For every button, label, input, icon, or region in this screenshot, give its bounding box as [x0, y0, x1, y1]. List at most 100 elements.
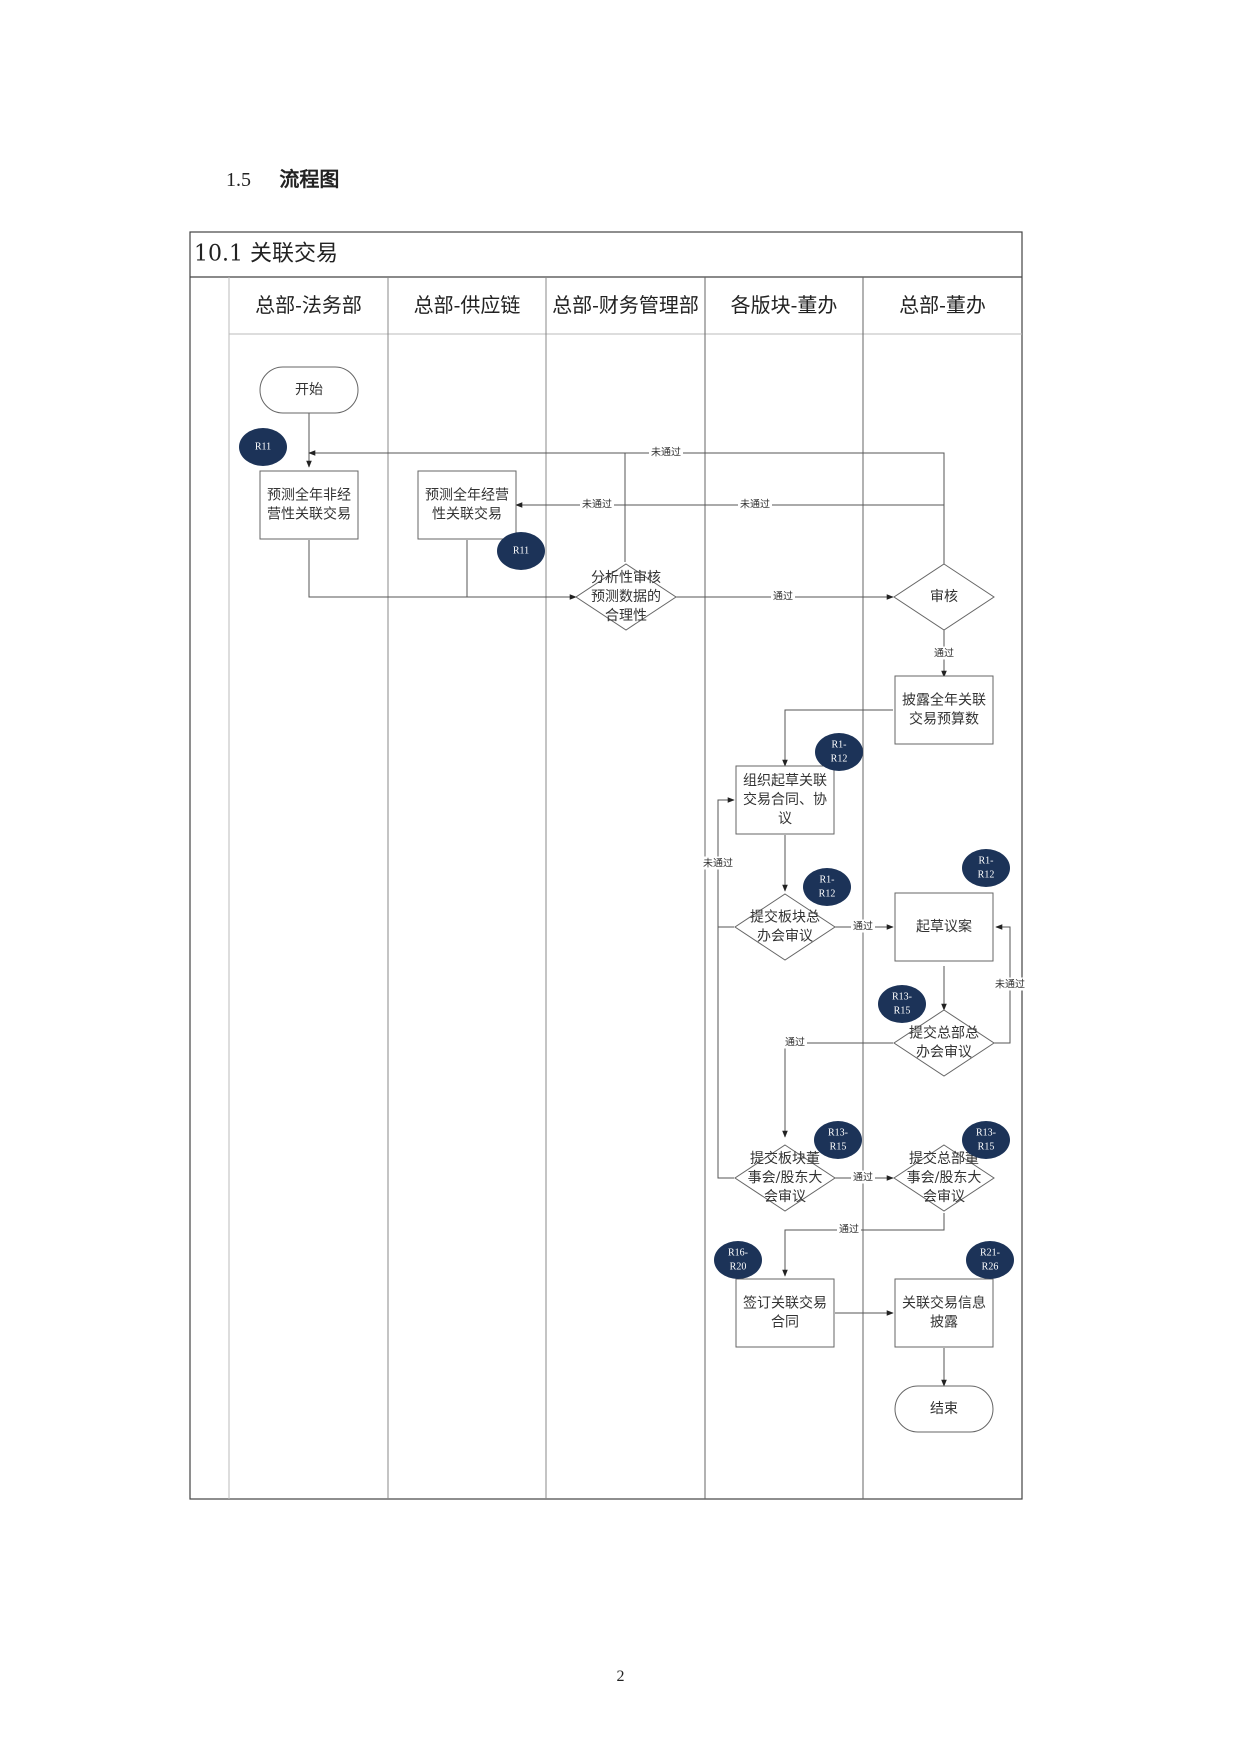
draft-contract-box-label: 组织起草关联 — [743, 773, 827, 789]
risk-badge-label: R13- — [976, 1128, 996, 1139]
lane-header: 总部-法务部 — [255, 293, 362, 317]
segment-office-review-decision-label: 办会审议 — [757, 929, 813, 945]
lane-header: 总部-财务管理部 — [552, 293, 699, 317]
forecast-non-operating-box-label: 预测全年非经 — [267, 487, 351, 504]
risk-badge — [966, 1241, 1014, 1279]
risk-badge — [497, 532, 545, 570]
edge-label-fail: 未通过 — [582, 498, 612, 511]
analytical-review-decision-label: 预测数据的 — [591, 589, 661, 605]
segment-board-review-decision-label: 会审议 — [764, 1189, 806, 1205]
analytical-review-decision — [575, 563, 677, 631]
end-terminal — [894, 1385, 994, 1433]
risk-badge-label: R1- — [832, 740, 847, 751]
review-decision — [893, 563, 995, 631]
edge-label-pass: 通过 — [773, 590, 793, 603]
edge-label-fail: 未通过 — [740, 498, 770, 511]
risk-badge-label: R11 — [513, 546, 529, 557]
segment-office-review-decision-label: 提交板块总 — [750, 909, 820, 926]
edge-label-bg — [701, 856, 735, 870]
flow-connector — [308, 450, 945, 564]
risk-badge-label: R11 — [255, 442, 271, 453]
draft-contract-box-label: 交易合同、协 — [743, 791, 827, 808]
edge-label-bg — [649, 445, 683, 459]
edge-label-fail: 未通过 — [995, 978, 1025, 991]
flow-nodes: 开始预测全年非经营性关联交易预测全年经营性关联交易分析性审核预测数据的合理性审核… — [259, 366, 995, 1433]
disclose-budget-box-label: 交易预算数 — [909, 711, 979, 728]
hq-office-review-decision-label: 提交总部总 — [909, 1025, 979, 1042]
lane-header: 各版块-董办 — [731, 293, 838, 317]
section-title: 流程图 — [279, 167, 340, 191]
disclosure-box-label: 关联交易信息 — [902, 1295, 986, 1312]
hq-office-review-decision-label: 办会审议 — [916, 1045, 972, 1061]
edge-label-bg — [783, 1035, 807, 1049]
start-terminal — [259, 366, 359, 414]
forecast-operating-box-label: 预测全年经营 — [425, 487, 509, 504]
lane-header: 总部-供应链 — [414, 293, 521, 317]
diagram-title: 10.1 关联交易 — [194, 242, 338, 267]
lane-header: 总部-董办 — [899, 293, 986, 317]
pool-border — [189, 231, 1023, 1500]
risk-badge-label: R1- — [820, 875, 835, 886]
risk-badge — [962, 1121, 1010, 1159]
draft-proposal-box-label: 起草议案 — [916, 918, 972, 935]
segment-board-review-decision — [734, 1144, 836, 1212]
risk-badge-label: R15 — [894, 1006, 911, 1017]
edge-label-bg — [738, 497, 772, 511]
edge-label-bg — [837, 1222, 861, 1236]
risk-badge-label: R16- — [728, 1248, 748, 1259]
risk-badge — [239, 428, 287, 466]
hq-board-review-decision-label: 会审议 — [923, 1189, 965, 1205]
edge-label-bg — [993, 977, 1027, 991]
disclosure-box-label: 披露 — [930, 1315, 958, 1331]
hq-board-review-decision — [893, 1144, 995, 1212]
hq-office-review-decision — [893, 1009, 995, 1077]
edge-label-pass: 通过 — [785, 1036, 805, 1049]
flow-connector — [782, 1213, 945, 1277]
forecast-non-operating-box — [259, 470, 359, 540]
risk-badge-label: R13- — [828, 1128, 848, 1139]
edge-label-fail: 未通过 — [651, 446, 681, 459]
end-terminal-label: 结束 — [930, 1401, 958, 1417]
sign-contract-box-label: 签订关联交易 — [743, 1295, 827, 1312]
edge-label-bg — [851, 1170, 875, 1184]
risk-badge — [962, 849, 1010, 887]
segment-office-review-decision — [734, 893, 836, 961]
segment-board-review-decision-label: 提交板块董 — [750, 1150, 820, 1167]
edge-label-fail: 未通过 — [703, 857, 733, 870]
sign-contract-box-label: 合同 — [771, 1315, 799, 1331]
draft-contract-box-label: 议 — [778, 811, 792, 827]
hq-board-review-decision-label: 事会/股东大 — [907, 1170, 982, 1186]
flow-connector — [308, 540, 577, 600]
flow-connector — [782, 709, 893, 767]
risk-badge-label: R26 — [982, 1262, 999, 1273]
edge-label-pass: 通过 — [853, 1171, 873, 1184]
section-number: 1.5 — [226, 169, 251, 191]
section-heading: 1.5 流程图 — [226, 163, 339, 192]
hq-board-review-decision-label: 提交总部董 — [909, 1150, 979, 1167]
forecast-non-operating-box-label: 营性关联交易 — [267, 506, 351, 523]
draft-contract-box — [735, 765, 835, 835]
risk-badges: R11R11R1-R12R1-R12R1-R12R13-R15R13-R15R1… — [239, 428, 1014, 1279]
risk-badge — [814, 1121, 862, 1159]
risk-badge-label: R20 — [730, 1262, 747, 1273]
edge-label-pass: 通过 — [839, 1223, 859, 1236]
flow-connector — [515, 502, 945, 564]
risk-badge-label: R12 — [831, 754, 848, 765]
segment-board-review-decision-label: 事会/股东大 — [748, 1170, 823, 1186]
risk-badge-label: R12 — [819, 889, 836, 900]
risk-badge-label: R15 — [830, 1142, 847, 1153]
risk-badge — [714, 1241, 762, 1279]
edge-label-pass: 通过 — [934, 647, 954, 660]
disclosure-box — [894, 1278, 994, 1348]
analytical-review-decision-label: 分析性审核 — [591, 570, 661, 586]
risk-badge-label: R13- — [892, 992, 912, 1003]
sign-contract-box — [735, 1278, 835, 1348]
edge-label-bg — [932, 646, 956, 660]
disclose-budget-box-label: 披露全年关联 — [902, 692, 986, 709]
review-decision-label: 审核 — [930, 589, 958, 605]
risk-badge-label: R15 — [978, 1142, 995, 1153]
forecast-operating-box-label: 性关联交易 — [432, 506, 502, 523]
